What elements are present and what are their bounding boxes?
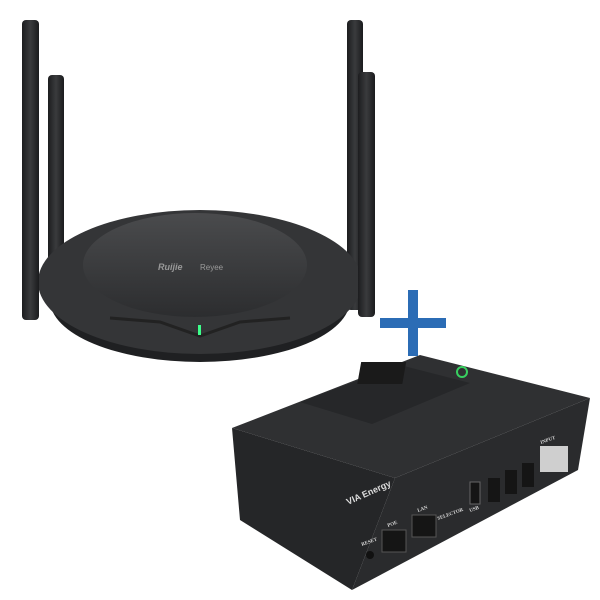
ups-top bbox=[232, 355, 590, 478]
input-port bbox=[540, 446, 568, 472]
router-sub-logo: Reyee bbox=[200, 263, 224, 272]
ups-led-panel bbox=[357, 362, 407, 384]
antenna-left-front bbox=[22, 20, 39, 320]
plus-sign bbox=[380, 290, 446, 356]
ups-top-stripe bbox=[300, 365, 470, 424]
dc-port-3 bbox=[522, 463, 534, 487]
ups-front bbox=[232, 428, 395, 590]
antenna-left-back bbox=[48, 75, 64, 300]
ups-led bbox=[456, 366, 468, 378]
poe-port bbox=[381, 529, 407, 553]
router-logo: Ruijie bbox=[158, 262, 183, 272]
usb-label: USB bbox=[469, 506, 480, 514]
reset-button bbox=[366, 551, 374, 559]
dc-port-1 bbox=[488, 478, 500, 502]
usb-port bbox=[469, 481, 481, 505]
reset-label: RESET bbox=[361, 537, 379, 548]
router-notch bbox=[109, 316, 291, 338]
poe-label: POE bbox=[387, 520, 399, 528]
antenna-right-front bbox=[358, 72, 375, 317]
lan-label: LAN bbox=[417, 505, 429, 513]
ups-device: VIA Energy RESET POE LAN SELECTOR USB IN… bbox=[232, 355, 590, 590]
dc-port-2 bbox=[505, 470, 517, 494]
status-led bbox=[198, 325, 201, 335]
router-top bbox=[83, 213, 307, 317]
input-label: INPUT bbox=[540, 436, 557, 446]
lan-port bbox=[411, 514, 437, 538]
router: Ruijie Reyee bbox=[22, 20, 375, 362]
